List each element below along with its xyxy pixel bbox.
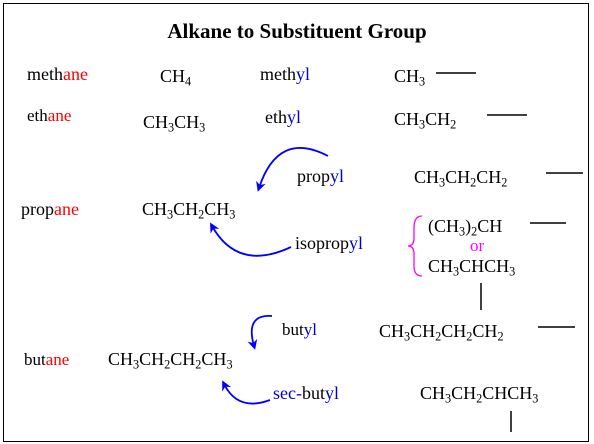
isopropyl-formula-b: CH3CHCH3 bbox=[428, 256, 516, 279]
propyl-arrow bbox=[256, 147, 329, 192]
propyl-formula: CH3CH2CH2 bbox=[414, 167, 508, 190]
sec-butyl-formula: CH3CH2CHCH3 bbox=[420, 383, 539, 406]
methane-name: methane bbox=[27, 64, 88, 84]
butyl-formula: CH3CH2CH2CH2 bbox=[379, 321, 504, 344]
sec-butyl-arrow bbox=[222, 380, 271, 405]
methyl-name: methyl bbox=[260, 64, 311, 84]
diagram-border bbox=[3, 3, 589, 442]
sec-butyl-name: sec-butyl bbox=[273, 383, 340, 403]
isopropyl-name: isopropyl bbox=[295, 233, 364, 253]
isopropyl-arrow bbox=[210, 222, 292, 257]
diagram-title: Alkane to Substituent Group bbox=[167, 19, 427, 43]
isopropyl-formula-a: (CH3)2CH bbox=[428, 216, 503, 239]
ethane-name: ethane bbox=[27, 106, 72, 125]
methyl-formula: CH3 bbox=[394, 66, 426, 89]
isopropyl-or: or bbox=[470, 236, 485, 255]
butyl-arrow bbox=[247, 315, 273, 350]
isopropyl-brace bbox=[407, 215, 423, 277]
butane-formula: CH3CH2CH2CH3 bbox=[108, 349, 233, 372]
butane-name: butane bbox=[24, 350, 70, 369]
ethyl-name: ethyl bbox=[265, 107, 302, 127]
propyl-name: propyl bbox=[297, 166, 345, 186]
butyl-name: butyl bbox=[282, 320, 317, 339]
methane-formula: CH4 bbox=[160, 66, 192, 89]
propane-name: propane bbox=[21, 199, 79, 219]
propane-formula: CH3CH2CH3 bbox=[142, 199, 236, 222]
ethyl-formula: CH3CH2 bbox=[394, 109, 457, 132]
ethane-formula: CH3CH3 bbox=[143, 112, 206, 135]
